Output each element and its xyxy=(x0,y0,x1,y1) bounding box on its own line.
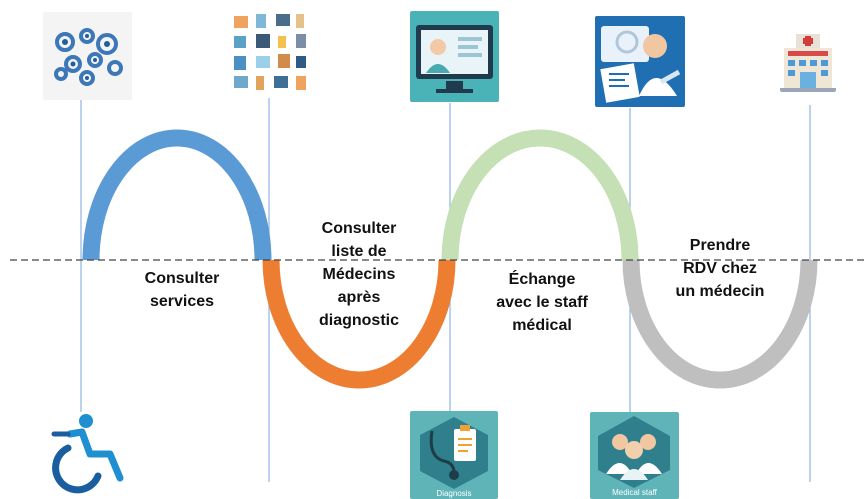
wave-arc-orange xyxy=(262,259,456,389)
medical-staff-caption: Medical staff xyxy=(612,488,657,497)
step-label-line: services xyxy=(149,293,215,310)
step-label-line: diagnostic xyxy=(318,312,399,329)
diagnosis-icon: Diagnosis xyxy=(410,411,498,499)
step-label-line: Échange xyxy=(508,271,576,288)
step-label-line: Médecins xyxy=(322,266,396,283)
step-label-prendre-rdv: Prendre RDV chez un médecin xyxy=(650,234,790,303)
step-label-line: médical xyxy=(512,317,572,334)
wheelchair-icon xyxy=(50,412,130,497)
step-label-line: Consulter xyxy=(321,220,397,237)
step-label-line: Prendre xyxy=(689,237,751,254)
step-label-line: RDV chez xyxy=(683,260,757,277)
step-label-line: liste de xyxy=(331,243,387,260)
diagnosis-caption: Diagnosis xyxy=(436,489,472,498)
step-label-line: après xyxy=(337,289,381,306)
wave-arc-blue xyxy=(82,129,272,261)
gears-icon xyxy=(43,12,132,100)
step-label-consulter-services: Consulter services xyxy=(117,267,247,313)
wave-arc-green xyxy=(441,129,639,261)
step-label-line: un médecin xyxy=(675,283,765,300)
step-label-line: avec le staff xyxy=(496,294,588,311)
remote-consult-icon xyxy=(595,16,685,107)
step-label-consulter-liste-medecins: Consulter liste de Médecins après diagno… xyxy=(294,217,424,332)
hospital-icon xyxy=(780,30,836,92)
step-label-line: Consulter xyxy=(144,270,220,287)
medical-staff-icon: Medical staff xyxy=(590,412,679,499)
step-label-echange-staff: Échange avec le staff médical xyxy=(467,268,617,337)
telemedicine-monitor-icon xyxy=(410,11,499,102)
wave-arc-grey xyxy=(622,259,818,389)
medical-grid-icon xyxy=(226,10,314,98)
